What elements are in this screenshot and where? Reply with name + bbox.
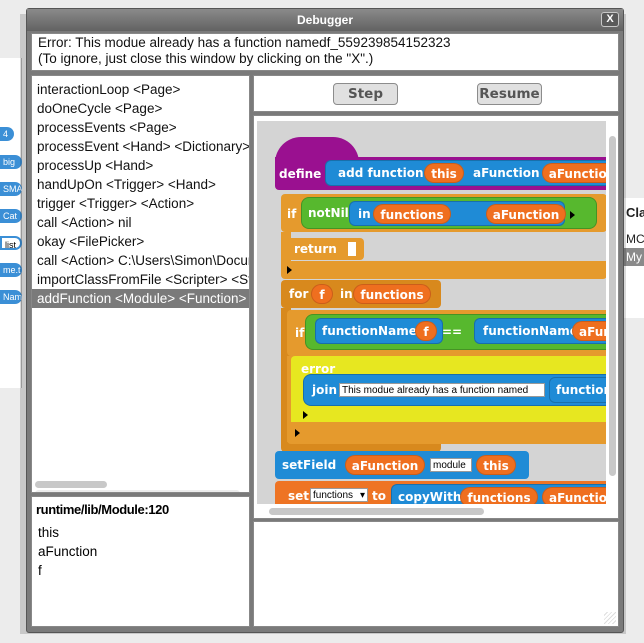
variable-item[interactable]: f: [38, 563, 42, 578]
param-this[interactable]: this: [424, 163, 464, 183]
for-functions-var[interactable]: functions: [353, 284, 431, 304]
debugger-toolbar: Step Resume: [253, 75, 619, 112]
error-text-input[interactable]: This modue already has a function named: [339, 383, 545, 397]
setfield-this-var[interactable]: this: [476, 455, 516, 475]
for-block-bottom: [281, 444, 441, 452]
for-in-label: in: [340, 287, 353, 301]
call-stack-list: interactionLoop <Page> doOneCycle <Page> p…: [32, 76, 249, 308]
background-block: Cat: [0, 209, 22, 223]
error-message-box: Error: This modue already has a function…: [31, 33, 619, 71]
background-block: Name: [0, 290, 22, 304]
debugger-window: Debugger X Error: This modue already has…: [26, 8, 624, 633]
stack-frame[interactable]: importClassFromFile <Scripter> <String>: [37, 272, 249, 287]
afunction-var[interactable]: aFunction: [486, 204, 566, 224]
output-pane: [253, 521, 619, 627]
scripts-vertical-scrollbar[interactable]: [609, 136, 616, 476]
stack-horizontal-scrollbar[interactable]: [35, 481, 107, 488]
stack-frame[interactable]: call <Action> C:\Users\Simon\Documents: [37, 253, 249, 268]
variable-item[interactable]: aFunction: [38, 544, 98, 559]
set-to-label: to: [372, 489, 386, 503]
background-class-row-selected: My: [623, 248, 644, 266]
stack-frame[interactable]: doOneCycle <Page>: [37, 101, 163, 116]
scripts-horizontal-scrollbar[interactable]: [269, 508, 484, 515]
return-block[interactable]: return: [287, 238, 364, 260]
source-location: runtime/lib/Module:120: [36, 502, 169, 517]
if-c-mouth: [281, 232, 291, 272]
background-class-row: MC: [626, 232, 644, 246]
code-pane: define add function this aFunction aFunc…: [253, 115, 619, 519]
for-label: for: [289, 287, 309, 301]
if-label: if: [287, 207, 297, 221]
background-block: SMA: [0, 182, 22, 196]
if-block-bottom: [281, 261, 606, 279]
resize-grip-icon[interactable]: [604, 612, 616, 624]
inner-if-label: if: [295, 326, 305, 340]
close-button[interactable]: X: [601, 12, 619, 27]
join-label: join: [312, 383, 338, 397]
step-button[interactable]: Step: [333, 83, 398, 105]
resume-button[interactable]: Resume: [477, 83, 542, 105]
variables-list: this aFunction f: [32, 523, 249, 580]
stack-frame[interactable]: handUpOn <Trigger> <Hand>: [37, 177, 216, 192]
setfield-field-input[interactable]: module: [430, 458, 472, 472]
variable-item[interactable]: this: [38, 525, 60, 540]
equals-operator: ==: [442, 325, 463, 339]
stack-frame[interactable]: call <Action> nil: [37, 215, 132, 230]
stack-frame[interactable]: interactionLoop <Page>: [37, 82, 181, 97]
error-block-bottom: [291, 408, 606, 422]
error-message-line: Error: This modue already has a function…: [38, 35, 451, 50]
expand-arrow-icon[interactable]: [570, 211, 575, 219]
add-function-label: add function: [338, 166, 424, 180]
setfield-label: setField: [282, 458, 337, 472]
background-block: big: [0, 155, 22, 169]
dropdown-arrow-icon: ▾: [359, 490, 365, 501]
background-block: me.t: [0, 263, 22, 277]
background-block: 4: [0, 127, 14, 141]
functionname-label: functionName: [483, 324, 578, 338]
stack-scroll-track: [35, 490, 240, 492]
stack-frame[interactable]: okay <FilePicker>: [37, 234, 145, 249]
afunction-label: aFunction: [473, 166, 540, 180]
setfield-afunction-var[interactable]: aFunction: [345, 455, 425, 475]
window-title-bar[interactable]: Debugger: [27, 9, 623, 31]
scripts-area[interactable]: define add function this aFunction aFunc…: [257, 121, 606, 504]
copywith-afunction-var[interactable]: aFunction: [542, 487, 606, 504]
set-variable-value: functions: [313, 490, 354, 501]
for-c-mouth: [281, 308, 291, 446]
set-variable-dropdown[interactable]: functions ▾: [310, 488, 368, 502]
window-title: Debugger: [296, 13, 353, 27]
expand-arrow-icon[interactable]: [287, 266, 292, 274]
functionname-label: functionName: [322, 324, 417, 338]
define-label: define: [279, 167, 322, 181]
call-stack-pane: interactionLoop <Page> doOneCycle <Page> p…: [31, 75, 250, 493]
background-class-header: Cla: [626, 205, 644, 220]
variables-pane: runtime/lib/Module:120 this aFunction f: [31, 496, 250, 627]
afunction-var[interactable]: aFunction: [572, 321, 606, 341]
f-var[interactable]: f: [415, 321, 437, 341]
inner-if-bottom: [287, 422, 606, 444]
error-label: error: [301, 362, 336, 376]
notnil-label: notNil: [308, 206, 349, 220]
error-hint-line: (To ignore, just close this window by cl…: [38, 51, 374, 66]
stack-frame[interactable]: processEvents <Page>: [37, 120, 177, 135]
copywith-functions-var[interactable]: functions: [460, 487, 538, 504]
background-block: list: [0, 236, 22, 250]
return-value-slot[interactable]: [348, 242, 356, 256]
stack-frame[interactable]: processEvent <Hand> <Dictionary>: [37, 139, 250, 154]
functionname-label: functionName: [556, 383, 606, 397]
background-palette-panel: [0, 58, 22, 388]
param-afunction[interactable]: aFunction: [542, 163, 606, 183]
functions-var[interactable]: functions: [373, 204, 451, 224]
stack-frame[interactable]: processUp <Hand>: [37, 158, 154, 173]
functionname-reporter[interactable]: functionName: [549, 377, 606, 403]
stack-frame[interactable]: trigger <Trigger> <Action>: [37, 196, 195, 211]
return-label: return: [294, 242, 337, 256]
in-label: in: [358, 207, 371, 221]
expand-arrow-icon[interactable]: [295, 429, 300, 437]
copywith-label: copyWith: [398, 490, 462, 504]
stack-frame[interactable]: addFunction <Module> <Function>: [32, 289, 249, 308]
for-var-f[interactable]: f: [311, 284, 333, 304]
expand-arrow-icon[interactable]: [303, 411, 308, 419]
set-label: set: [288, 489, 310, 503]
